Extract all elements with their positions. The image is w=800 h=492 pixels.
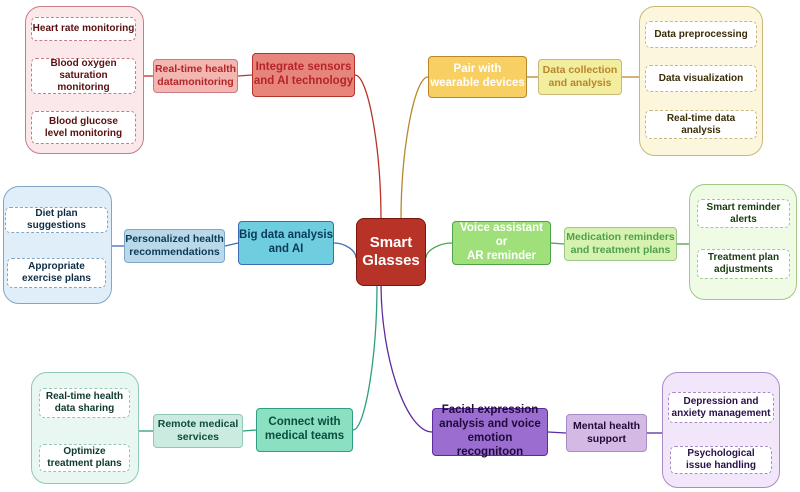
topic-label: Connect with medical teams xyxy=(264,416,345,442)
connector-topic-mid-red xyxy=(237,74,253,77)
leaf-blood-glucose-monitoring[interactable]: Blood glucose level monitoring xyxy=(31,111,136,144)
connector-center-yellow xyxy=(400,76,429,221)
central-topic-smart-glasses[interactable]: Smart Glasses xyxy=(356,218,426,286)
topic-label: Big data analysis and AI xyxy=(239,229,333,255)
subtopic-medication-reminders-and-treatment-plans[interactable]: Medication reminders and treatment plans xyxy=(564,227,677,261)
leaf-label: Real-time data analysis xyxy=(666,112,736,136)
subtopic-mental-health-support[interactable]: Mental health support xyxy=(566,414,647,452)
leaf-psychological-issue-handling[interactable]: Psychological issue handling xyxy=(670,446,772,474)
leaf-label: Real-time health data sharing xyxy=(45,391,124,414)
leaf-label: Heart rate monitoring xyxy=(32,23,135,34)
connector-topic-mid-blue xyxy=(224,242,239,247)
central-topic-label: Smart Glasses xyxy=(362,234,420,269)
leaf-label: Blood glucose level monitoring xyxy=(44,115,123,139)
subtopic-label: Remote medical services xyxy=(157,418,239,443)
leaf-data-preprocessing[interactable]: Data preprocessing xyxy=(645,21,757,48)
leaf-label: Smart reminder alerts xyxy=(706,201,781,225)
connector-center-teal xyxy=(352,283,378,431)
leaf-treatment-plan-adjustments[interactable]: Treatment plan adjustments xyxy=(697,249,790,279)
topic-connect-with-medical-teams[interactable]: Connect with medical teams xyxy=(256,408,353,452)
leaf-heart-rate-monitoring[interactable]: Heart rate monitoring xyxy=(31,17,136,41)
leaf-label: Psychological issue handling xyxy=(685,448,756,471)
subtopic-label: Personalized health recommendations xyxy=(125,233,224,258)
subtopic-data-collection-and-analysis[interactable]: Data collection and analysis xyxy=(538,59,622,95)
topic-facial-expression-analysis[interactable]: Facial expression analysis and voice emo… xyxy=(432,404,548,458)
connector-topic-mid-purple xyxy=(547,431,567,434)
subtopic-remote-medical-services[interactable]: Remote medical services xyxy=(153,414,243,448)
topic-label: Pair with wearable devices xyxy=(430,63,525,89)
subtopic-label: Mental health support xyxy=(572,420,641,445)
leaf-smart-reminder-alerts[interactable]: Smart reminder alerts xyxy=(697,199,790,228)
leaf-label: Depression and anxiety management xyxy=(671,395,771,419)
connector-center-purple xyxy=(380,283,433,433)
connector-center-green xyxy=(425,242,453,259)
leaf-real-time-health-data-sharing[interactable]: Real-time health data sharing xyxy=(39,388,130,418)
connector-topic-mid-teal xyxy=(242,429,257,432)
leaf-label: Data preprocessing xyxy=(654,28,748,40)
leaf-label: Diet plan suggestions xyxy=(27,208,86,231)
leaf-real-time-data-analysis[interactable]: Real-time data analysis xyxy=(645,110,757,139)
leaf-label: Blood oxygen saturation monitoring xyxy=(50,58,117,93)
subtopic-real-time-health-datamonitoring[interactable]: Real-time health datamonitoring xyxy=(153,59,238,93)
connector-center-blue xyxy=(333,242,357,259)
topic-voice-assistant-or-ar-reminder[interactable]: Voice assistant or AR reminder xyxy=(452,221,551,265)
connector-center-red xyxy=(354,74,382,221)
leaf-blood-oxygen-monitoring[interactable]: Blood oxygen saturation monitoring xyxy=(31,58,136,94)
topic-label: Integrate sensors and AI technology xyxy=(253,61,354,87)
topic-pair-with-wearable-devices[interactable]: Pair with wearable devices xyxy=(428,56,527,98)
subtopic-label: Medication reminders and treatment plans xyxy=(566,231,675,256)
leaf-label: Data visualization xyxy=(658,72,744,84)
subtopic-label: Real-time health datamonitoring xyxy=(154,63,237,88)
leaf-diet-plan-suggestions[interactable]: Diet plan suggestions xyxy=(5,207,108,233)
subtopic-personalized-health-recommendations[interactable]: Personalized health recommendations xyxy=(124,229,225,263)
connector-topic-mid-green xyxy=(550,242,565,245)
leaf-label: Treatment plan adjustments xyxy=(707,252,780,275)
topic-label: Facial expression analysis and voice emo… xyxy=(439,404,541,458)
leaf-optimize-treatment-plans[interactable]: Optimize treatment plans xyxy=(39,444,130,472)
leaf-data-visualization[interactable]: Data visualization xyxy=(645,65,757,92)
subtopic-label: Data collection and analysis xyxy=(542,64,618,89)
topic-integrate-sensors-and-ai[interactable]: Integrate sensors and AI technology xyxy=(252,53,355,97)
topic-label: Voice assistant or AR reminder xyxy=(460,222,543,262)
leaf-depression-and-anxiety-management[interactable]: Depression and anxiety management xyxy=(668,392,774,423)
leaf-label: Appropriate exercise plans xyxy=(22,261,91,284)
leaf-appropriate-exercise-plans[interactable]: Appropriate exercise plans xyxy=(7,258,106,288)
leaf-label: Optimize treatment plans xyxy=(47,446,122,469)
topic-big-data-analysis-and-ai[interactable]: Big data analysis and AI xyxy=(238,221,334,265)
